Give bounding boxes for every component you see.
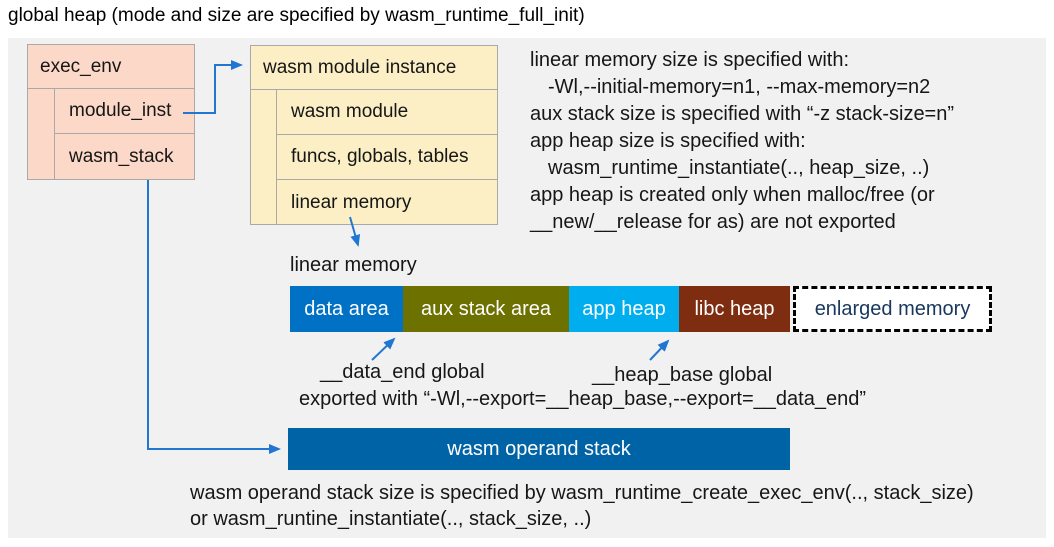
module-instance-fields: wasm module funcs, globals, tables linea… [276,90,497,225]
exec-env-field-wasm-stack: wasm_stack [69,145,174,167]
note-line: linear memory size is specified with: [530,49,849,71]
note-line: app heap is created only when malloc/fre… [530,184,935,206]
exec-env-fields: module_inst wasm_stack [54,89,194,179]
diagram-title: global heap (mode and size are specified… [8,5,585,26]
module-instance-field-linear-memory: linear memory [291,191,412,213]
note-line: wasm_runtime_instantiate(.., heap_size, … [548,157,930,179]
segment-data-area: data area [290,286,403,332]
segment-libc-heap: libc heap [679,286,790,332]
exported-with-label: exported with “-Wl,--export=__heap_base,… [299,388,866,410]
module-instance-header: wasm module instance [251,46,497,90]
exec-env-field-module-inst: module_inst [55,89,194,134]
data-end-global-label: __data_end global [320,361,485,383]
module-instance-field-funcs-globals-tables: funcs, globals, tables [277,135,497,180]
note-line: -Wl,--initial-memory=n1, --max-memory=n2 [548,76,931,98]
note-line: app heap size is specified with: [530,130,806,152]
notes-block: linear memory size is specified with: -W… [530,47,1042,236]
operand-stack-caption: wasm operand stack size is specified by … [190,480,1050,532]
exec-env-header: exec_env [28,45,194,89]
segment-aux-stack-area: aux stack area [403,286,569,332]
module-instance-field-wasm-module: wasm module [277,90,497,135]
module-instance-box: wasm module instance wasm module funcs, … [250,45,498,225]
note-line: aux stack size is specified with “-z sta… [530,103,955,125]
wasm-operand-stack-bar: wasm operand stack [288,428,790,470]
note-line: __new/__release for as) are not exported [530,211,896,233]
segment-app-heap: app heap [569,286,679,332]
caption-line-2: or wasm_runtine_instantiate(.., stack_si… [190,508,592,530]
exec-env-box: exec_env module_inst wasm_stack [27,44,195,180]
linear-memory-label: linear memory [290,254,417,276]
segment-enlarged-memory: enlarged memory [793,286,992,332]
heap-base-global-label: __heap_base global [592,364,773,386]
caption-line-1: wasm operand stack size is specified by … [190,482,974,504]
